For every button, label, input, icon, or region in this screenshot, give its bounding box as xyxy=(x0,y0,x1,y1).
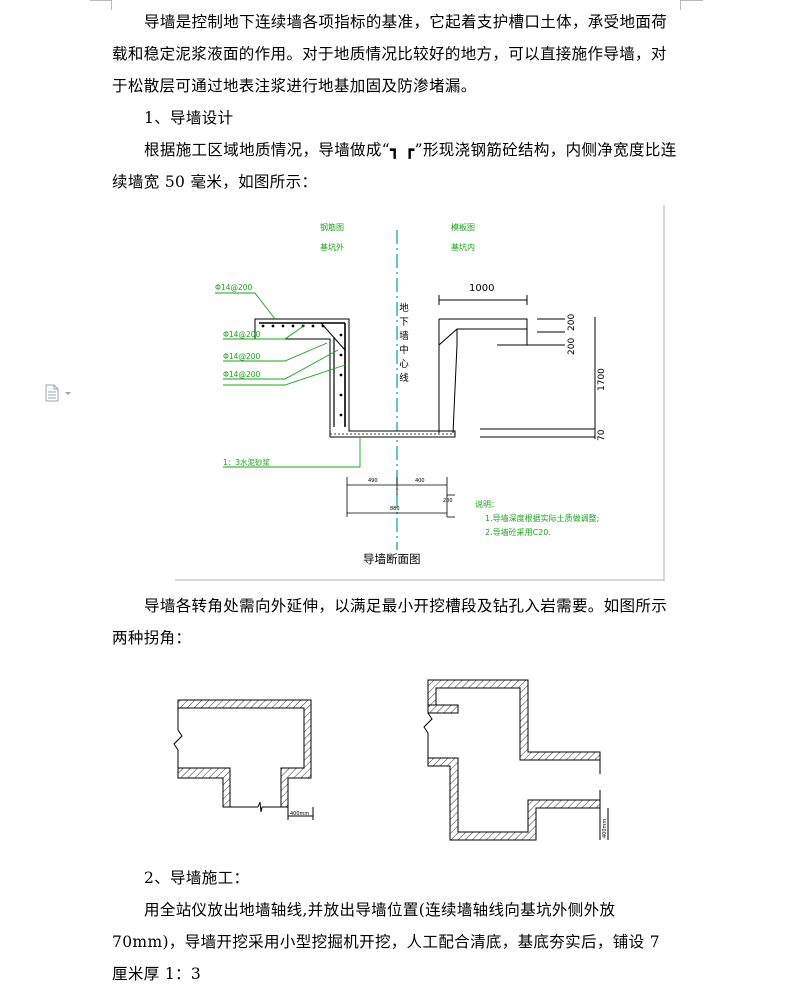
dim-bottom-1: 490 xyxy=(368,478,378,484)
heading: 2、导墙施工： xyxy=(144,869,250,887)
text-block-2: 导墙各转角处需向外延伸，以满足最小开挖槽段及钻孔入岩需要。如图所示两种拐角： xyxy=(112,590,680,654)
left-wall-section xyxy=(254,318,456,438)
corner-type-2[interactable] xyxy=(423,679,609,841)
center-line-char: 下 xyxy=(399,317,409,328)
center-line-char: 中 xyxy=(399,344,409,356)
crop-mark xyxy=(681,0,703,1)
crop-mark xyxy=(90,0,112,1)
text-block-3: 2、导墙施工： 用全站仪放出地墙轴线,并放出导墙位置(连续墙轴线向基坑外侧外放 … xyxy=(112,862,680,990)
figure-wall-corners: 400mm 400mm xyxy=(168,670,618,850)
document-page: 导墙是控制地下连续墙各项指标的基准，它起着支护槽口土体，承受地面荷载和稳定泥浆液… xyxy=(45,0,703,983)
document-icon[interactable] xyxy=(45,384,71,402)
label-formwork-drawing: 模板图 xyxy=(451,222,475,232)
center-line-char: 墙 xyxy=(399,330,409,342)
dim-label-left: 400mm xyxy=(290,811,309,817)
dim-label-right: 400mm xyxy=(602,819,608,838)
dim-right-4: 70 xyxy=(597,429,607,441)
dim-right-3: 1700 xyxy=(597,368,607,391)
label-inside-pit: 基坑内 xyxy=(451,242,475,252)
note-1: 1.导墙深度根据实际土质做调整; xyxy=(485,513,599,523)
mortar-label: 1：3水泥砂浆 xyxy=(223,457,271,467)
crop-mark xyxy=(111,0,112,10)
dim-bottom-total: 880 xyxy=(390,506,400,512)
rebar-label: Φ14@200 xyxy=(223,352,260,361)
dim-right-2: 200 xyxy=(567,338,577,355)
center-line-char: 线 xyxy=(399,372,409,384)
dim-right-1: 200 xyxy=(567,314,577,331)
rebar-label: Φ14@200 xyxy=(223,370,260,379)
figure-guide-wall-section: 钢筋图 基坑外 模板图 基坑内 地 下 墙 中 心 线 xyxy=(175,205,665,581)
figure-caption: 导墙断面图 xyxy=(363,552,421,566)
corner-type-1 xyxy=(173,699,314,820)
paragraph: 导墙各转角处需向外延伸，以满足最小开挖槽段及钻孔入岩需要。如图所示两种拐角： xyxy=(112,597,668,647)
label-outside-pit: 基坑外 xyxy=(320,242,344,252)
paragraph: 用全站仪放出地墙轴线,并放出导墙位置(连续墙轴线向基坑外侧外放 70mm)，导墙… xyxy=(112,901,660,983)
note-2: 2.导墙砼采用C20. xyxy=(485,527,551,537)
chevron-down-icon xyxy=(65,392,71,395)
center-line-char: 地 xyxy=(399,302,409,314)
label-rebar-drawing: 钢筋图 xyxy=(320,222,344,232)
center-line-label: 地 下 墙 中 心 线 xyxy=(399,302,409,384)
rebar-label: Φ14@200 xyxy=(215,283,252,292)
text-block-1: 导墙是控制地下连续墙各项指标的基准，它起着支护槽口土体，承受地面荷载和稳定泥浆液… xyxy=(112,6,680,198)
paragraph: 导墙是控制地下连续墙各项指标的基准，它起着支护槽口土体，承受地面荷载和稳定泥浆液… xyxy=(112,13,668,95)
paragraph: 根据施工区域地质情况，导墙做成“┓ ┏”形现浇钢筋砼结构，内侧净宽度比连续墙宽 … xyxy=(112,141,677,191)
bottom-dimensions xyxy=(346,477,455,518)
crop-mark xyxy=(680,0,681,10)
dim-bottom-2: 400 xyxy=(415,478,425,484)
center-line-char: 心 xyxy=(399,359,409,370)
right-wall-section xyxy=(438,295,596,439)
heading: 1、导墙设计 xyxy=(144,109,234,127)
rebar-label: Φ14@200 xyxy=(223,330,260,339)
note-title: 说明： xyxy=(475,499,499,509)
dim-side: 200 xyxy=(443,498,453,504)
dim-top: 1000 xyxy=(469,283,494,294)
